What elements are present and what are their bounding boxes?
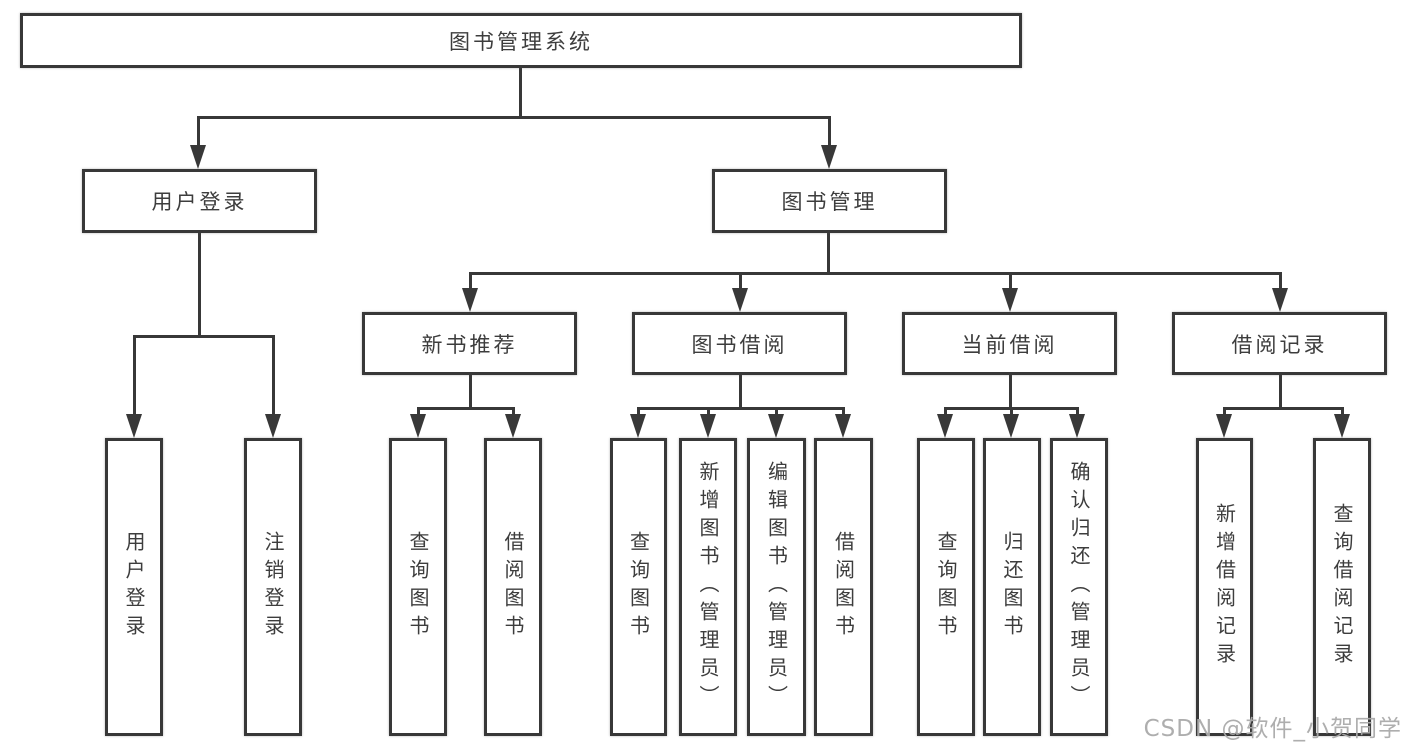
arrow-to-borrow-records <box>1272 288 1288 312</box>
arrow-to-user-login <box>190 145 206 169</box>
connector-bb-trunk <box>739 375 742 410</box>
connector-cb-arm2 <box>1010 407 1013 420</box>
connector-cb-arm3 <box>1076 407 1079 420</box>
leaf-nbr-borrow-books-label: 借阅图书 <box>501 531 525 643</box>
connector-userlogin-trunk <box>198 233 201 338</box>
leaf-ul-user-login: 用户登录 <box>105 438 163 736</box>
leaf-br-add-record: 新增借阅记录 <box>1196 438 1253 736</box>
node-book-borrow-label: 图书借阅 <box>691 332 788 357</box>
leaf-bb-query-books: 查询图书 <box>610 438 667 736</box>
leaf-cb-confirm-return: 确认归还（管理员） <box>1050 438 1108 736</box>
connector-bb-arm2 <box>707 407 710 420</box>
connector-root-bar <box>197 116 831 119</box>
arrow-to-new-book-rec <box>462 288 478 312</box>
connector-bookmgmt-arm1 <box>469 272 472 296</box>
node-borrow-records-label: 借阅记录 <box>1231 332 1328 357</box>
node-current-borrow: 当前借阅 <box>902 312 1117 375</box>
leaf-cb-return-books: 归还图书 <box>983 438 1041 736</box>
arrow-to-bb-edit <box>768 414 784 438</box>
arrow-to-cb-query <box>937 414 953 438</box>
leaf-ul-logout-label: 注销登录 <box>261 531 285 643</box>
arrow-to-current-borrow <box>1002 288 1018 312</box>
leaf-br-query-record-label: 查询借阅记录 <box>1330 503 1354 671</box>
leaf-bb-query-books-label: 查询图书 <box>626 531 651 643</box>
leaf-bb-borrow-books-label: 借阅图书 <box>831 531 856 643</box>
arrow-to-ul-login <box>126 414 142 438</box>
arrow-to-cb-return <box>1003 414 1019 438</box>
connector-br-arm2 <box>1341 407 1344 420</box>
node-new-book-rec: 新书推荐 <box>362 312 577 375</box>
connector-bookmgmt-arm3 <box>1009 272 1012 296</box>
leaf-cb-return-books-label: 归还图书 <box>1000 531 1024 643</box>
node-root-label: 图书管理系统 <box>449 29 593 54</box>
arrow-to-book-borrow <box>732 288 748 312</box>
node-borrow-records: 借阅记录 <box>1172 312 1387 375</box>
connector-bb-arm1 <box>637 407 640 420</box>
node-book-mgmt-label: 图书管理 <box>781 190 878 214</box>
node-user-login-label: 用户登录 <box>151 190 248 214</box>
connector-cb-arm1 <box>944 407 947 420</box>
arrow-to-book-mgmt <box>821 145 837 169</box>
leaf-bb-edit-books-label: 编辑图书（管理员） <box>764 461 789 713</box>
connector-bookmgmt-arm2 <box>739 272 742 296</box>
connector-nbr-trunk <box>469 375 472 410</box>
connector-bookmgmt-trunk <box>827 233 830 275</box>
arrow-to-bb-query <box>630 414 646 438</box>
node-book-mgmt: 图书管理 <box>712 169 947 233</box>
connector-br-arm1 <box>1223 407 1226 420</box>
arrow-to-ul-logout <box>265 414 281 438</box>
connector-root-arm-left <box>197 116 200 152</box>
connector-root-arm-right <box>828 116 831 152</box>
node-book-borrow: 图书借阅 <box>632 312 847 375</box>
connector-bookmgmt-bar <box>469 272 1282 275</box>
leaf-bb-edit-books: 编辑图书（管理员） <box>747 438 806 736</box>
connector-root-trunk <box>519 68 522 119</box>
connector-nbr-arm1 <box>417 407 420 420</box>
node-root: 图书管理系统 <box>20 13 1022 68</box>
arrow-to-cb-confirm <box>1069 414 1085 438</box>
arrow-to-bb-add <box>700 414 716 438</box>
node-current-borrow-label: 当前借阅 <box>961 332 1058 357</box>
connector-userlogin-bar <box>133 335 275 338</box>
leaf-cb-confirm-return-label: 确认归还（管理员） <box>1067 461 1091 713</box>
connector-br-trunk <box>1279 375 1282 410</box>
connector-userlogin-arm2 <box>272 335 275 422</box>
connector-nbr-bar <box>417 407 515 410</box>
csdn-watermark: CSDN @软件_小贺同学 <box>1143 716 1402 742</box>
arrow-to-nbr-query <box>410 414 426 438</box>
leaf-ul-logout: 注销登录 <box>244 438 302 736</box>
connector-nbr-arm2 <box>512 407 515 420</box>
leaf-cb-query-books: 查询图书 <box>917 438 975 736</box>
leaf-br-query-record: 查询借阅记录 <box>1313 438 1371 736</box>
connector-bb-arm3 <box>775 407 778 420</box>
connector-cb-trunk <box>1009 375 1012 410</box>
node-user-login: 用户登录 <box>82 169 317 233</box>
arrow-to-nbr-borrow <box>505 414 521 438</box>
leaf-nbr-query-books-label: 查询图书 <box>406 531 430 643</box>
connector-userlogin-arm1 <box>133 335 136 422</box>
leaf-ul-user-login-label: 用户登录 <box>122 531 146 643</box>
leaf-bb-add-books-label: 新增图书（管理员） <box>696 461 720 713</box>
leaf-br-add-record-label: 新增借阅记录 <box>1212 503 1237 671</box>
arrow-to-bb-borrow <box>835 414 851 438</box>
node-new-book-rec-label: 新书推荐 <box>421 332 518 357</box>
leaf-nbr-query-books: 查询图书 <box>389 438 447 736</box>
arrow-to-br-query <box>1334 414 1350 438</box>
leaf-bb-add-books: 新增图书（管理员） <box>679 438 737 736</box>
leaf-cb-query-books-label: 查询图书 <box>934 531 958 643</box>
connector-bb-bar <box>637 407 845 410</box>
connector-bb-arm4 <box>842 407 845 420</box>
connector-br-bar <box>1223 407 1344 410</box>
arrow-to-br-add <box>1216 414 1232 438</box>
leaf-nbr-borrow-books: 借阅图书 <box>484 438 542 736</box>
connector-bookmgmt-arm4 <box>1279 272 1282 296</box>
leaf-bb-borrow-books: 借阅图书 <box>814 438 873 736</box>
